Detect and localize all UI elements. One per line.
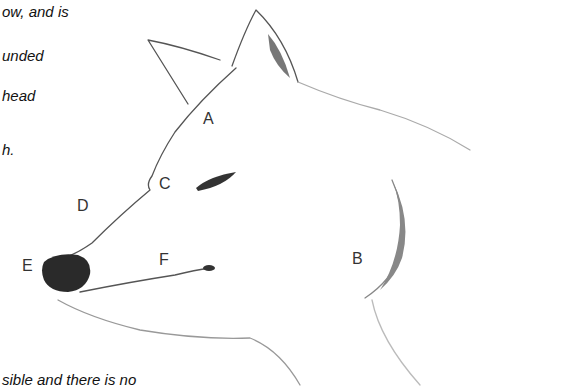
note-fragment: h. xyxy=(2,142,15,157)
callout-letter: D xyxy=(77,198,89,214)
head-profile xyxy=(62,68,236,258)
nose xyxy=(42,254,90,292)
note-fragment: sible and there is no xyxy=(2,372,136,387)
left-ear xyxy=(148,40,220,104)
cheek-line xyxy=(365,180,403,298)
ear-shading xyxy=(268,34,290,78)
mouth-line xyxy=(80,268,210,292)
cheek-shading xyxy=(380,182,405,290)
note-fragment: head xyxy=(2,88,35,103)
callout-letter: F xyxy=(159,252,169,268)
note-fragment: unded xyxy=(2,48,44,63)
back-of-head xyxy=(298,82,470,150)
note-fragment: ow, and is xyxy=(2,4,69,19)
callout-letter: C xyxy=(159,176,171,192)
eye xyxy=(196,172,236,191)
right-ear xyxy=(232,10,298,82)
callout-letter: A xyxy=(203,111,214,127)
callout-letter: B xyxy=(352,251,363,267)
callout-letter: E xyxy=(22,258,33,274)
mouth-corner xyxy=(203,265,215,271)
neck-line xyxy=(372,300,420,385)
